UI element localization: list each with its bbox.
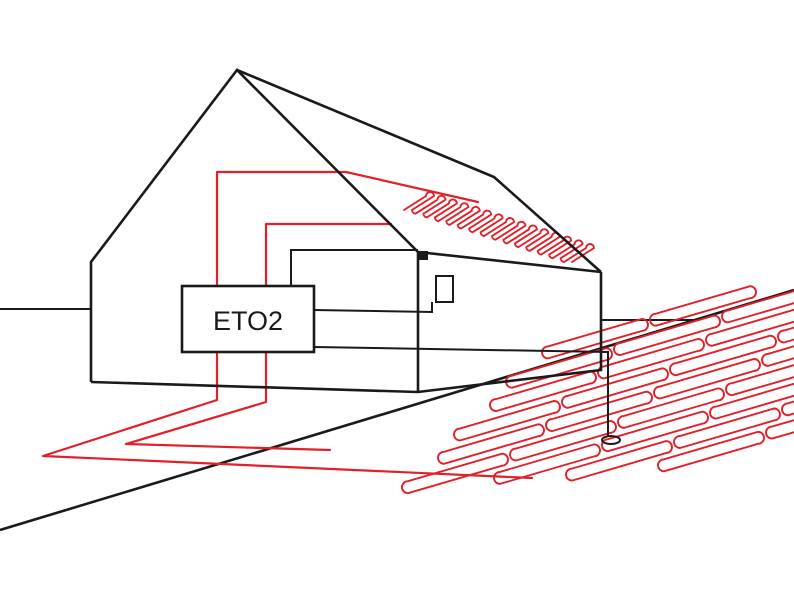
ground-cable-loop <box>781 400 794 417</box>
ground-sensor-wire <box>313 346 609 437</box>
house-roof-ridge <box>236 68 602 273</box>
ground-cable-loop <box>761 345 794 367</box>
wall-sensor-icon <box>435 275 454 303</box>
ground-cable-loop <box>657 430 765 473</box>
control-wiring <box>290 249 621 445</box>
ground-cable-loop <box>493 443 601 485</box>
ground-cable-loop <box>705 308 794 347</box>
ground-cable-loop <box>505 347 613 389</box>
ground-lines <box>0 288 794 532</box>
ground-feeder-cable-inner <box>124 350 332 452</box>
ground-cable-loop <box>437 423 545 465</box>
ground-cable-loop <box>725 364 794 397</box>
roof-feeder-cable-inner <box>264 222 393 288</box>
roof-heating-cable <box>403 191 595 263</box>
ground-feeder-cable-outer <box>41 350 534 480</box>
wall-sensor-wire <box>313 302 433 314</box>
ground-cable-loop <box>509 420 617 462</box>
ground-cable-loop <box>673 407 781 449</box>
feeder-cables <box>41 170 534 480</box>
house <box>89 68 603 394</box>
eto2-controller: ETO2 <box>180 284 316 354</box>
ground-cable-loop <box>565 440 673 482</box>
road-edge-line <box>0 288 794 532</box>
ground-cable-loop <box>541 317 649 360</box>
house-floor-line <box>90 272 603 394</box>
ground-cable-loop <box>617 387 725 429</box>
roof-cable-loops <box>403 191 595 263</box>
ground-cable-loop <box>653 358 761 400</box>
house-eave-line <box>417 250 602 274</box>
roof-feeder-cable <box>215 170 480 288</box>
ground-cable-loop <box>721 290 794 324</box>
ground-cable-loop <box>561 367 669 409</box>
ground-cable-loop <box>601 410 709 453</box>
ground-cable-loop <box>613 314 721 357</box>
ground-cable-loop <box>669 334 777 377</box>
ground-cable-loop <box>765 419 794 440</box>
ground-heating-cable-mat <box>401 285 794 495</box>
ground-sensor-icon <box>601 435 621 445</box>
ground-cable-loop <box>777 326 794 344</box>
ground-cable-loop <box>545 390 653 433</box>
ground-cable-loop <box>453 400 561 442</box>
roof-sensor-wire <box>290 249 418 286</box>
roof-sensor-icon <box>419 251 428 260</box>
ground-cable-loop <box>709 382 794 420</box>
controller-box <box>180 284 316 354</box>
ground-cable-loop <box>597 337 705 380</box>
ground-cable-loop <box>649 285 757 327</box>
controller-label: ETO2 <box>213 306 283 336</box>
ground-cable-loop <box>401 452 509 495</box>
